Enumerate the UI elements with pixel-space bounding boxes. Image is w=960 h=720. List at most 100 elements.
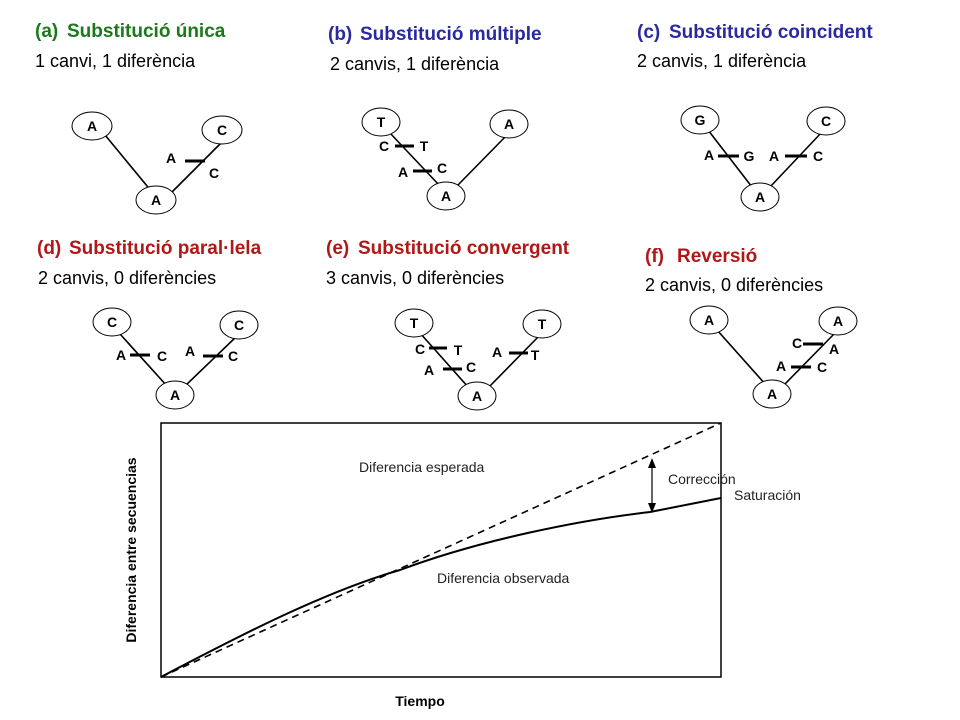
panel-c: (c) Substitució coincident 2 canvis, 1 d… xyxy=(637,22,873,212)
panel-d-mutation-2-from: A xyxy=(185,343,195,359)
correction-arrow-head-bottom xyxy=(648,503,656,513)
panel-b-left-leaf: T xyxy=(377,114,386,130)
correction-arrow-head-top xyxy=(648,458,656,468)
panel-c-left-leaf-node xyxy=(680,105,720,135)
panel-e-root-node xyxy=(457,381,497,411)
panel-c-mutation-1-from: A xyxy=(704,147,714,163)
panel-f-left-leaf-node xyxy=(689,305,729,335)
panel-b-title: Substitució múltiple xyxy=(360,24,542,45)
panel-f-root: A xyxy=(767,386,777,402)
panel-b-mutation-2-to: C xyxy=(437,160,447,176)
panel-f-right-leaf: A xyxy=(833,313,843,329)
panel-e-mutation-1-from: C xyxy=(415,341,425,357)
panel-c-left-leaf: G xyxy=(695,112,706,128)
panel-b-prefix: (b) xyxy=(328,24,352,45)
panel-b-mutation-1-from: C xyxy=(379,138,389,154)
x-axis-label: Tiempo xyxy=(395,693,445,709)
panel-b-mutation-1-to: T xyxy=(420,138,429,154)
panel-c-mutation-1-to: G xyxy=(744,148,755,164)
panel-a-prefix: (a) xyxy=(35,21,58,42)
panel-b-mutation-2-from: A xyxy=(398,164,408,180)
panel-f-left-leaf: A xyxy=(704,312,714,328)
panel-b-right-leaf-node xyxy=(489,109,529,139)
panel-a-right-branch xyxy=(171,141,223,193)
panel-c-right-leaf: C xyxy=(821,113,831,129)
panel-f-subtitle: 2 canvis, 0 diferències xyxy=(645,275,823,295)
panel-c-mutation-2-from: A xyxy=(769,148,779,164)
expected-label: Diferencia esperada xyxy=(359,459,485,475)
panel-c-right-leaf-node xyxy=(806,106,846,136)
panel-f-title: Reversió xyxy=(677,246,757,267)
panel-a-right-leaf-node xyxy=(201,115,243,145)
panel-c-title: Substitució coincident xyxy=(669,22,873,43)
panel-a-left-branch xyxy=(104,134,153,193)
panel-c-mutation-2-to: C xyxy=(813,148,823,164)
panel-f-mutation-2-from: A xyxy=(776,358,786,374)
panel-f-left-branch xyxy=(716,329,767,386)
panel-e-prefix: (e) xyxy=(326,238,349,259)
panel-d-root: A xyxy=(170,387,180,403)
observed-difference-curve xyxy=(160,497,722,678)
panel-e-left-leaf-node xyxy=(394,308,434,338)
panel-a-right-leaf: C xyxy=(217,122,227,138)
observed-label: Diferencia observada xyxy=(437,570,570,586)
panel-f: (f) Reversió 2 canvis, 0 diferències A A… xyxy=(645,246,858,409)
panel-d-root-node xyxy=(155,380,195,410)
panel-e-subtitle: 3 canvis, 0 diferències xyxy=(326,268,504,288)
panel-c-prefix: (c) xyxy=(637,22,660,43)
panel-b: (b) Substitució múltiple 2 canvis, 1 dif… xyxy=(328,24,542,211)
panel-a-mutation-from: A xyxy=(166,150,176,166)
panel-f-mutation-2-to: C xyxy=(817,359,827,375)
panel-c-root: A xyxy=(755,189,765,205)
panel-e-right-leaf-node xyxy=(522,309,562,339)
y-axis-label: Diferencia entre secuencias xyxy=(123,457,139,642)
panel-a-left-leaf: A xyxy=(87,118,97,134)
panel-a: (a) Substitució única 1 canvi, 1 diferèn… xyxy=(35,21,243,215)
panel-d-mutation-2-to: C xyxy=(228,348,238,364)
panel-c-left-branch xyxy=(707,129,753,188)
panel-b-left-branch xyxy=(388,131,441,187)
panel-d-mutation-1-from: A xyxy=(116,347,126,363)
saturation-graph: Diferencia esperada Diferencia observada… xyxy=(123,422,801,709)
panel-e-left-leaf: T xyxy=(410,315,419,331)
panel-e-right-branch xyxy=(487,333,542,389)
panel-e-mutation-2-to: C xyxy=(466,359,476,375)
panel-b-subtitle: 2 canvis, 1 diferència xyxy=(330,54,500,74)
panel-e-mutation-3-to: T xyxy=(531,347,540,363)
panel-d-left-leaf: C xyxy=(107,314,117,330)
panel-c-right-branch xyxy=(769,131,823,188)
panel-b-right-branch xyxy=(456,133,509,187)
panel-d-mutation-1-to: C xyxy=(157,348,167,364)
saturation-label: Saturación xyxy=(734,487,801,503)
panel-d-left-leaf-node xyxy=(92,307,132,337)
expected-difference-line xyxy=(160,422,722,678)
panel-a-left-leaf-node xyxy=(71,111,113,141)
panel-d-right-branch xyxy=(184,335,238,387)
correction-label: Corrección xyxy=(668,471,736,487)
panel-f-root-node xyxy=(752,379,792,409)
panel-e: (e) Substitució convergent 3 canvis, 0 d… xyxy=(326,238,570,411)
panel-f-prefix: (f) xyxy=(645,246,664,267)
panel-e-root: A xyxy=(472,388,482,404)
panel-d-left-branch xyxy=(119,333,168,387)
panel-c-subtitle: 2 canvis, 1 diferència xyxy=(637,51,807,71)
panel-a-root-node xyxy=(135,185,177,215)
panel-d: (d) Substitució paral·lela 2 canvis, 0 d… xyxy=(37,238,262,410)
panel-a-root: A xyxy=(151,192,161,208)
panel-d-title: Substitució paral·lela xyxy=(69,238,262,259)
panel-e-left-branch xyxy=(419,332,470,389)
panel-f-mutation-1-to: A xyxy=(829,341,839,357)
panel-c-root-node xyxy=(740,182,780,212)
panel-e-right-leaf: T xyxy=(538,316,547,332)
panel-a-title: Substitució única xyxy=(67,21,226,42)
panel-b-root: A xyxy=(441,188,451,204)
panel-e-mutation-3-from: A xyxy=(492,344,502,360)
panel-f-right-branch xyxy=(783,331,837,386)
panel-e-mutation-2-from: A xyxy=(424,362,434,378)
panel-e-title: Substitució convergent xyxy=(358,238,570,259)
panel-b-root-node xyxy=(426,181,466,211)
panel-f-mutation-1-from: C xyxy=(792,335,802,351)
panel-f-right-leaf-node xyxy=(818,306,858,336)
